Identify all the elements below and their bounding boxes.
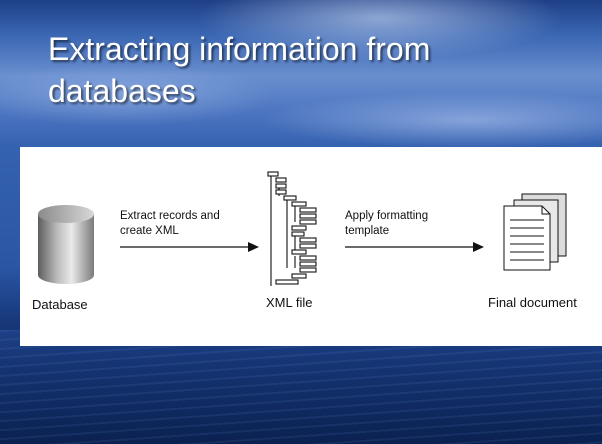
step2-label-line2: template bbox=[345, 225, 390, 237]
xml-file-label: XML file bbox=[266, 295, 313, 310]
water-background bbox=[0, 330, 602, 444]
step2-label-line1: Apply formatting bbox=[345, 210, 429, 222]
database-icon bbox=[38, 205, 94, 284]
step1-label-line1: Extract records and bbox=[120, 210, 220, 222]
arrow-right-icon bbox=[345, 242, 484, 252]
step1-label-line2: create XML bbox=[120, 225, 179, 237]
database-label: Database bbox=[32, 297, 88, 312]
arrow-right-icon bbox=[120, 242, 259, 252]
diagram-panel: Database Extract records and create XML bbox=[20, 147, 602, 346]
slide-title: Extracting information from databases bbox=[48, 31, 431, 109]
final-document-label: Final document bbox=[488, 295, 577, 310]
document-stack-icon bbox=[503, 193, 567, 271]
xml-tree-icon bbox=[267, 171, 317, 286]
